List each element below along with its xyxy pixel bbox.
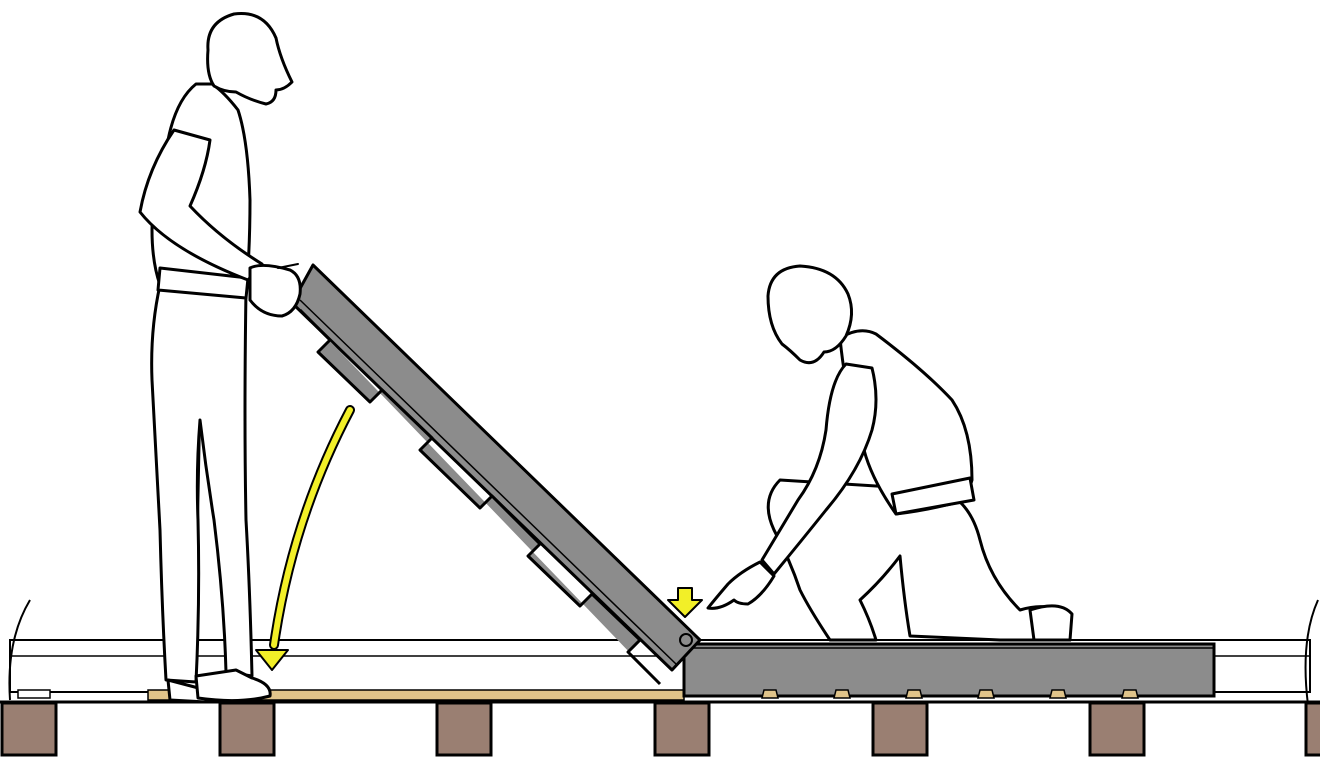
rotation-arrow-icon bbox=[255, 405, 355, 671]
tilted-panel-body bbox=[290, 263, 702, 672]
standing-worker-hand bbox=[248, 263, 302, 318]
joist bbox=[0, 701, 58, 757]
panel-feet bbox=[761, 689, 1139, 699]
standing-worker bbox=[138, 12, 302, 704]
kneeling-worker-belt bbox=[890, 476, 976, 516]
joist bbox=[653, 701, 711, 757]
installed-panel bbox=[682, 642, 1216, 699]
standing-worker-shoe bbox=[194, 668, 272, 703]
kneeling-worker-head bbox=[766, 264, 853, 365]
joist bbox=[1088, 701, 1146, 757]
tilted-panel-edge bbox=[299, 299, 677, 665]
installed-panel-body bbox=[682, 642, 1216, 698]
standing-worker-arm bbox=[138, 128, 264, 282]
kneeling-worker-hand bbox=[706, 560, 776, 610]
press-down-arrow-icon bbox=[667, 587, 703, 618]
rail-end-tab bbox=[17, 689, 51, 699]
standing-worker-belt bbox=[156, 266, 250, 300]
standing-worker-head bbox=[206, 12, 294, 106]
joist bbox=[1304, 701, 1320, 757]
standing-worker-legs bbox=[150, 283, 254, 684]
joist bbox=[218, 701, 276, 757]
rail-end-right bbox=[1304, 599, 1319, 706]
kneeling-worker-shoe bbox=[1028, 604, 1074, 642]
tilted-panel bbox=[290, 263, 702, 686]
tilted-panel-teeth bbox=[298, 308, 662, 686]
hinge-point bbox=[679, 633, 693, 647]
rail-end-left bbox=[8, 599, 31, 701]
joist bbox=[871, 701, 929, 757]
kneeling-worker-legs bbox=[766, 478, 1072, 642]
kneeling-worker bbox=[706, 264, 1074, 642]
joist bbox=[435, 701, 493, 757]
